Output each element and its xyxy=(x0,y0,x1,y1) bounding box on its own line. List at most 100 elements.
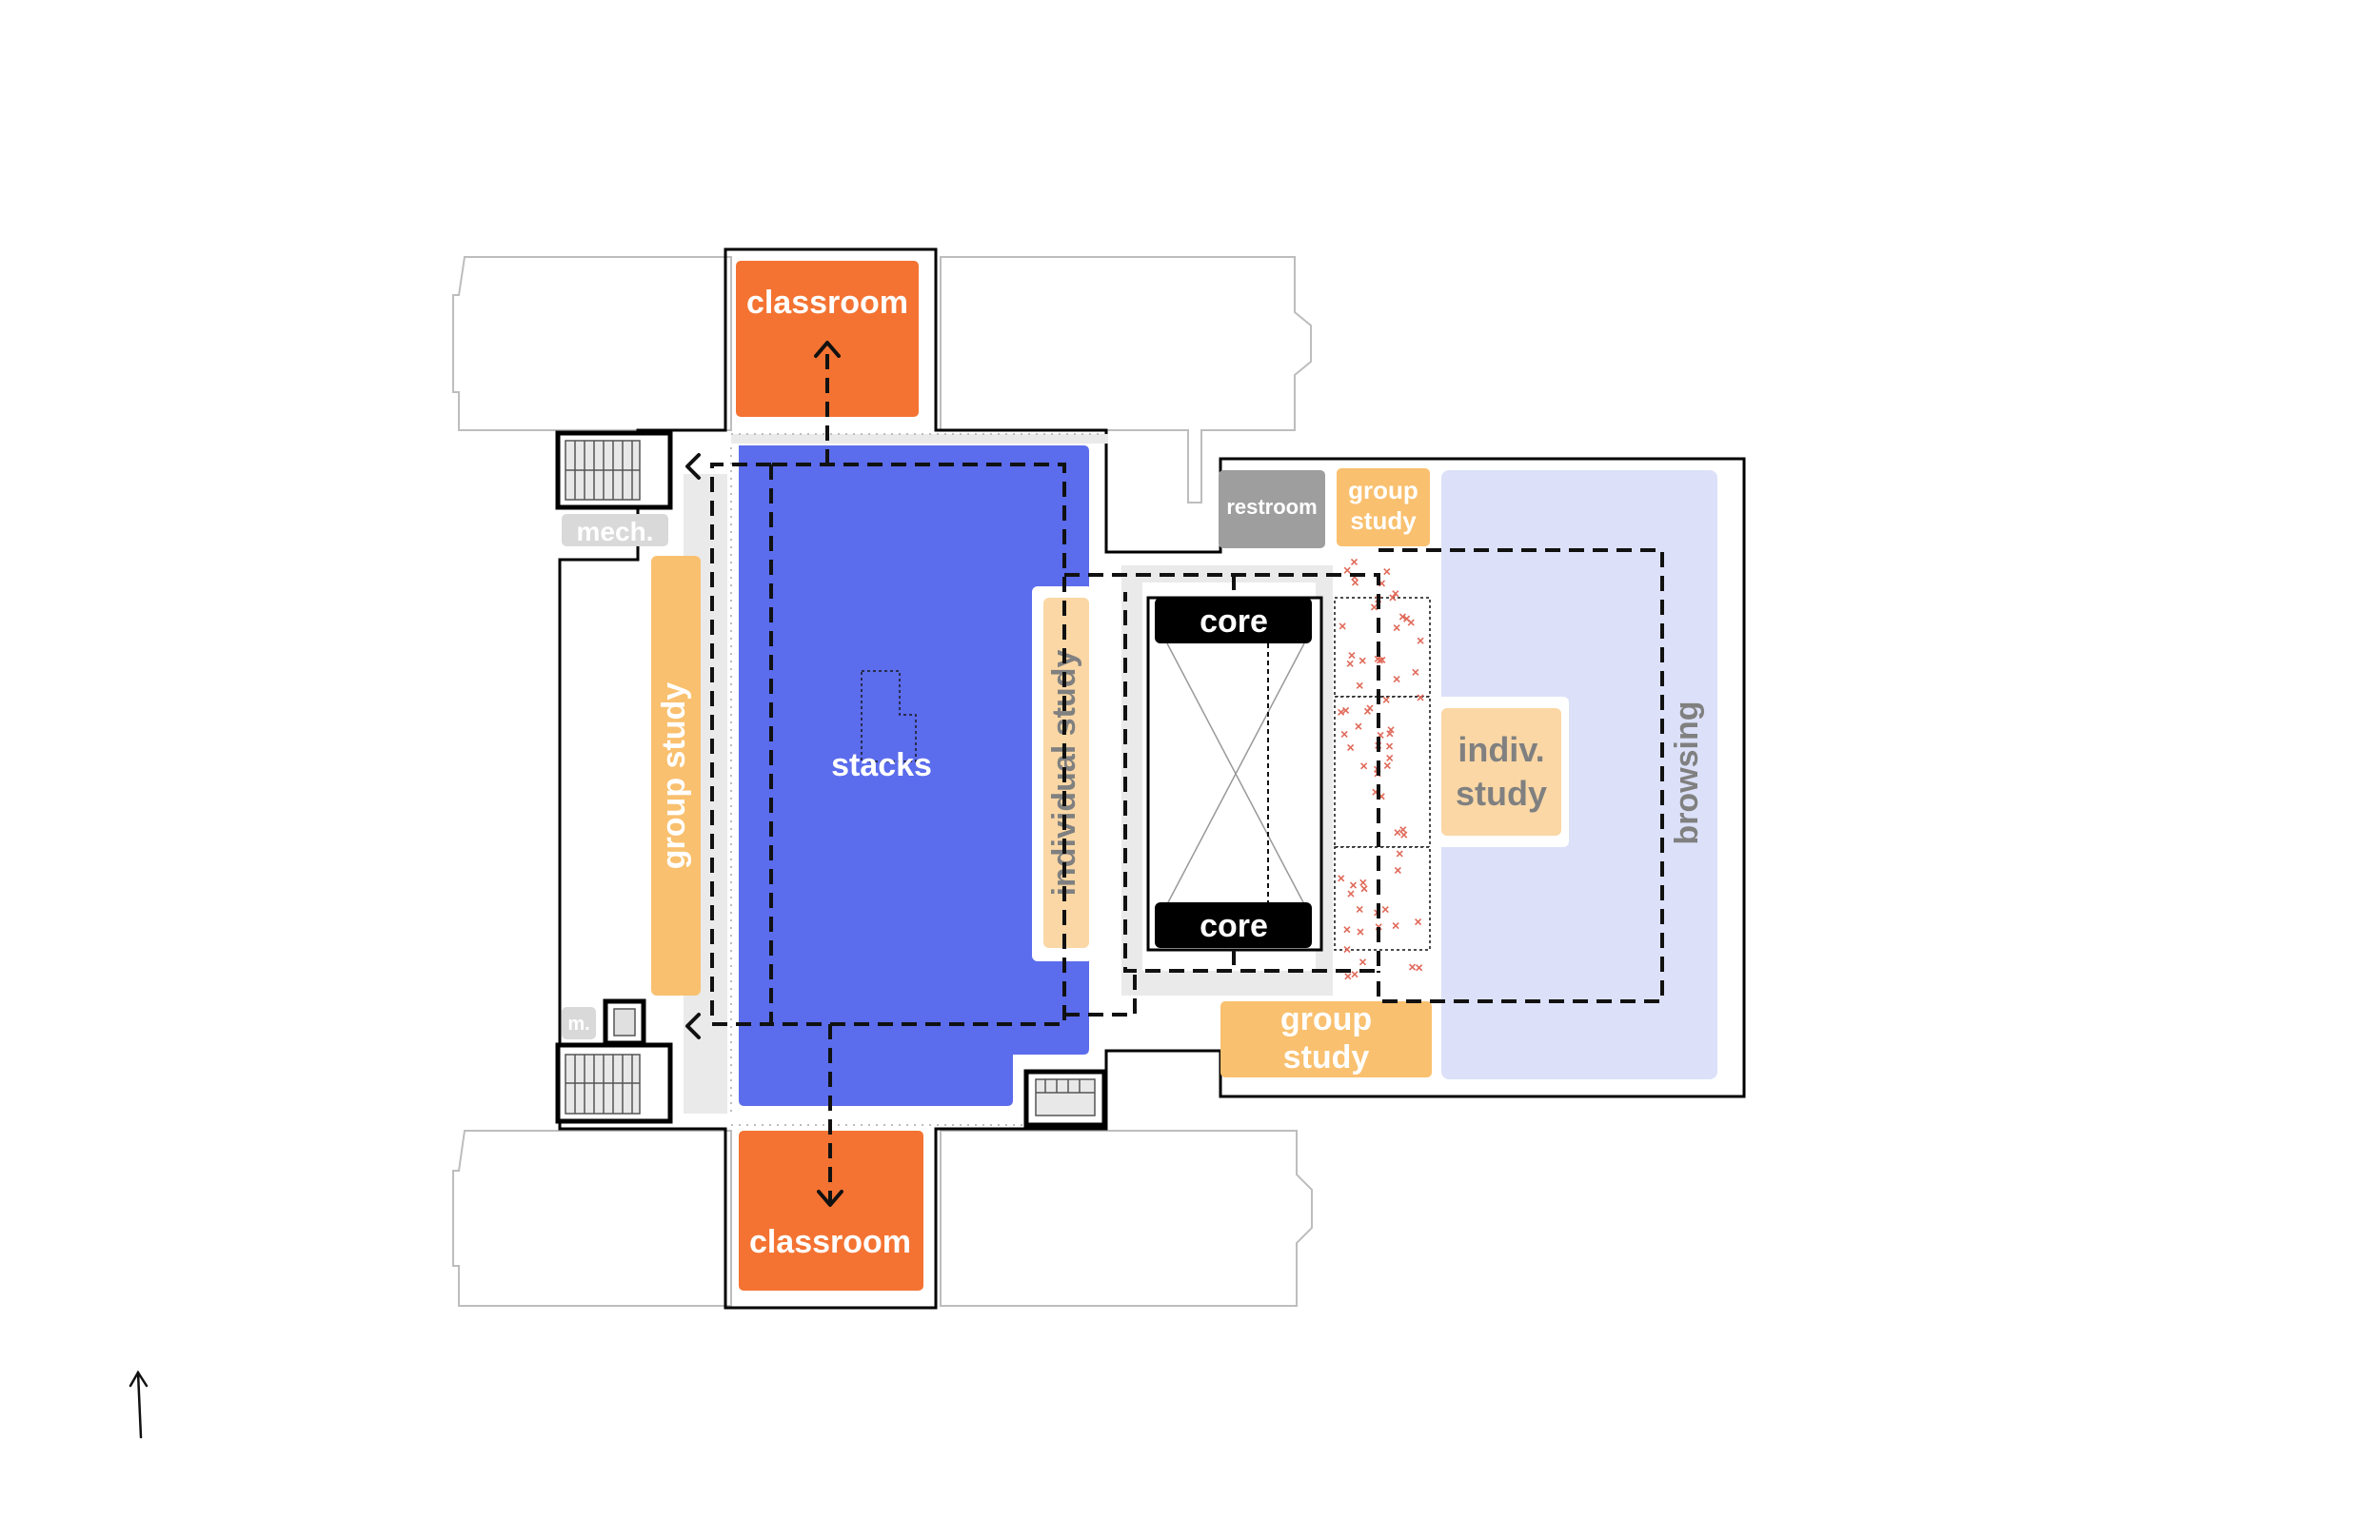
seat-x-mark xyxy=(1370,603,1378,611)
classroom-top xyxy=(736,261,919,417)
circulation-dotted-lines xyxy=(730,433,1104,1126)
stair-treads xyxy=(1036,1079,1095,1094)
core-bottom-label: core xyxy=(1200,908,1268,944)
core-shaft xyxy=(1146,596,1323,952)
arrowhead-down-classroom-icon xyxy=(817,1190,843,1207)
seat-x-mark xyxy=(1356,905,1363,914)
building-bottom-left xyxy=(452,1130,732,1307)
seat-x-mark xyxy=(1400,831,1408,839)
seating-cell xyxy=(1334,597,1431,698)
circulation-arrowheads xyxy=(685,341,843,1207)
seat-x-mark xyxy=(1394,829,1401,837)
seat-x-mark xyxy=(1386,754,1394,761)
seat-x-mark xyxy=(1338,708,1345,716)
seat-x-mark xyxy=(1347,890,1355,898)
seat-x-mark xyxy=(1343,566,1351,574)
seat-x-mark xyxy=(1383,761,1391,769)
seat-x-mark xyxy=(1387,726,1395,734)
seat-x-mark xyxy=(1343,926,1351,934)
path-core-connector xyxy=(1064,573,1380,1017)
path-inner-loop xyxy=(769,463,1066,1026)
seat-x-mark xyxy=(1359,958,1367,966)
north-arrow-icon xyxy=(129,1370,149,1439)
seat-x-mark xyxy=(1399,826,1407,834)
group-study-left-label: group study xyxy=(656,682,692,870)
mech-label: mech. xyxy=(577,517,654,546)
indiv-study-label-2: study xyxy=(1456,774,1547,813)
m-label: m. xyxy=(567,1014,589,1035)
seat-x-mark xyxy=(1339,622,1346,630)
seating-area xyxy=(1334,558,1431,980)
browsing-zone xyxy=(1441,470,1717,1079)
browsing-label: browsing xyxy=(1669,701,1705,844)
seat-x-mark xyxy=(1392,590,1399,598)
seat-x-mark xyxy=(1348,651,1356,660)
classroom-top-label: classroom xyxy=(746,285,908,321)
seat-x-mark xyxy=(1382,696,1390,703)
seat-x-mark xyxy=(1360,885,1368,893)
seat-x-mark xyxy=(1398,613,1406,621)
building-outline xyxy=(558,247,1746,1310)
core-bottom xyxy=(1155,902,1312,948)
seat-x-mark xyxy=(1393,623,1400,632)
stair-bottom-left xyxy=(555,1042,673,1124)
seat-x-mark xyxy=(1359,879,1367,886)
seat-x-mark xyxy=(1417,637,1424,644)
seat-x-mark xyxy=(1349,881,1358,889)
seat-x-mark xyxy=(1394,866,1401,874)
seat-x-mark xyxy=(1393,675,1400,683)
stacks-label: stacks xyxy=(831,747,932,783)
restroom xyxy=(1219,470,1325,548)
building-bottom-right xyxy=(940,1130,1313,1307)
seat-x-mark xyxy=(1351,971,1359,978)
mech-room xyxy=(562,514,668,546)
circulation-path xyxy=(710,343,1664,1205)
seat-x-mark xyxy=(1360,762,1368,770)
outline-left-wing xyxy=(558,247,1746,1310)
seat-x-mark xyxy=(1355,722,1362,730)
seat-x-mark xyxy=(1351,579,1359,586)
seat-x-mark xyxy=(1389,594,1397,602)
core-shaft-cross xyxy=(1166,642,1305,905)
seat-x-mark xyxy=(1376,657,1383,664)
seat-x-mark xyxy=(1342,706,1350,715)
indiv-study-label-1: indiv. xyxy=(1458,730,1544,769)
core-top-label: core xyxy=(1200,603,1268,640)
seating-cell xyxy=(1334,696,1431,848)
seat-x-mark xyxy=(1412,668,1419,676)
m-room xyxy=(562,1007,596,1039)
seat-x-mark xyxy=(1346,660,1354,667)
seat-x-mark xyxy=(1385,742,1394,750)
seat-x-mark xyxy=(1392,922,1399,930)
core-top xyxy=(1155,598,1312,643)
arrowhead-left-bottom-icon xyxy=(685,1013,701,1039)
circulation-top-band xyxy=(731,434,1108,444)
arrowhead-left-top-icon xyxy=(685,453,701,480)
path-browsing-loop xyxy=(1377,548,1664,1003)
stair-treads xyxy=(574,1055,633,1114)
seat-x-mark xyxy=(1340,730,1348,738)
seat-x-mark xyxy=(1343,945,1351,954)
classroom-bottom-label: classroom xyxy=(749,1224,911,1260)
seat-x-mark xyxy=(1383,568,1391,576)
seat-x-mark xyxy=(1344,973,1352,980)
adjacent-buildings xyxy=(452,256,1313,1307)
path-left-branch xyxy=(710,463,771,1026)
group-study-bottom xyxy=(1220,1001,1432,1077)
seat-x-mark xyxy=(1363,707,1372,715)
seat-x-mark xyxy=(1357,928,1364,936)
indiv-study xyxy=(1441,708,1561,836)
arrowhead-up-classroom-icon xyxy=(814,341,841,358)
seat-x-mark xyxy=(1381,905,1389,914)
elevator-inner xyxy=(613,1008,636,1037)
seat-x-mark xyxy=(1350,558,1359,565)
group-study-bottom-label-2: study xyxy=(1283,1039,1370,1076)
seat-x-mark xyxy=(1417,694,1424,701)
group-study-small-label-1: group xyxy=(1348,476,1418,504)
stair-top-left xyxy=(555,430,673,510)
seat-x-mark xyxy=(1386,730,1394,738)
seat-x-mark xyxy=(1356,681,1363,689)
group-study-small-label-2: study xyxy=(1350,506,1417,535)
classroom-bottom xyxy=(739,1131,923,1291)
seat-x-mark xyxy=(1403,615,1411,622)
